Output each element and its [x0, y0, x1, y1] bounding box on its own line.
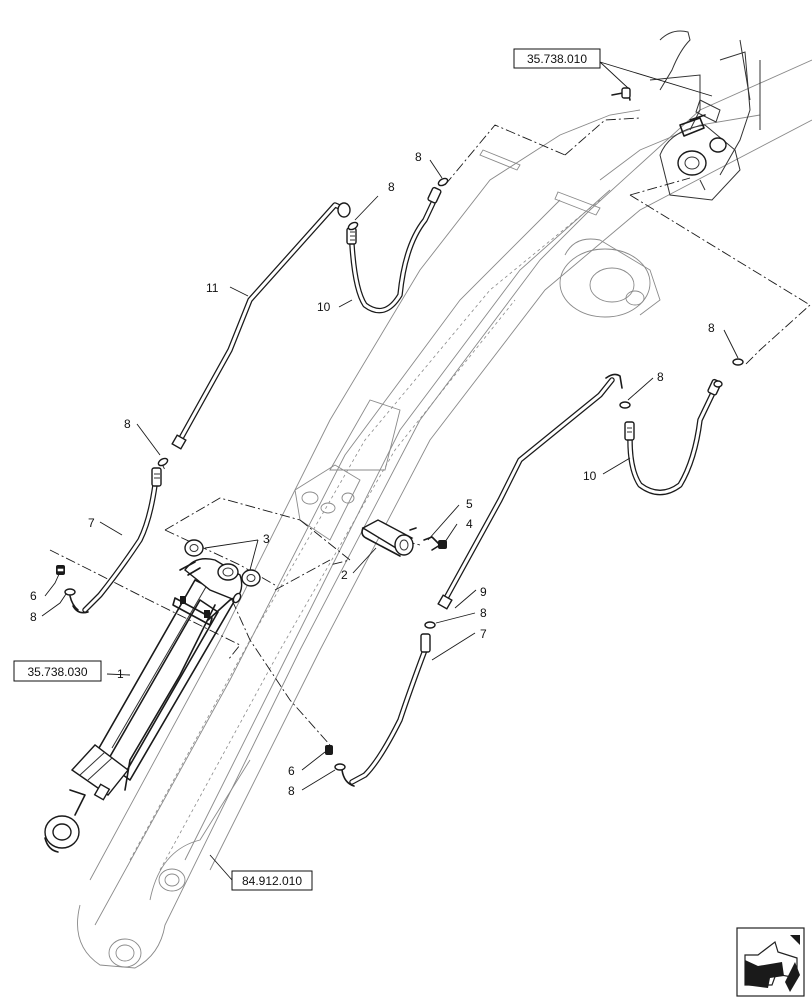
o-rings-top — [157, 177, 449, 467]
callout-3: 3 — [263, 532, 270, 546]
callout-8: 8 — [657, 370, 664, 384]
tube-assembly-11 — [171, 202, 351, 450]
reference-box-cylinder[interactable]: 35.738.030 — [13, 660, 102, 682]
callout-2: 2 — [341, 568, 348, 582]
arm-linkage-top-right — [649, 30, 761, 201]
callout-10: 10 — [583, 469, 597, 483]
reference-link-top[interactable]: 35.738.010 — [527, 52, 587, 66]
boom-cylinder-1 — [44, 558, 243, 853]
reference-link-boom[interactable]: 84.912.010 — [242, 874, 302, 888]
callout-8: 8 — [30, 610, 37, 624]
callout-8: 8 — [480, 606, 487, 620]
callout-9: 9 — [480, 585, 487, 599]
previous-page-arrow-icon[interactable] — [736, 927, 805, 997]
callout-8: 8 — [288, 784, 295, 798]
callout-4: 4 — [466, 517, 473, 531]
callout-6: 6 — [288, 764, 295, 778]
hose-7-left — [72, 467, 162, 614]
hose-10-left — [346, 186, 442, 314]
reference-box-boom[interactable]: 84.912.010 — [231, 870, 313, 891]
callout-8: 8 — [388, 180, 395, 194]
callout-7: 7 — [480, 627, 487, 641]
washers-3 — [184, 539, 261, 587]
callout-7: 7 — [88, 516, 95, 530]
fittings-right — [325, 358, 744, 771]
leader-lines — [41, 61, 739, 881]
callout-11: 11 — [206, 281, 219, 295]
callout-8: 8 — [415, 150, 422, 164]
callout-8: 8 — [124, 417, 131, 431]
top-connectors — [611, 87, 706, 121]
reference-box-top[interactable]: 35.738.010 — [513, 48, 601, 69]
callout-numbers: 8 8 11 10 8 7 6 8 1 3 2 5 4 8 8 10 9 8 7… — [30, 150, 715, 798]
tube-assembly-9 — [437, 373, 623, 610]
callout-6: 6 — [30, 589, 37, 603]
callout-1: 1 — [117, 667, 124, 681]
callout-10: 10 — [317, 300, 331, 314]
hose-7-right — [341, 633, 431, 787]
hose-10-right — [624, 378, 723, 496]
callout-8: 8 — [708, 321, 715, 335]
reference-link-cylinder[interactable]: 35.738.030 — [27, 665, 87, 679]
fittings-left — [56, 565, 79, 611]
pin-2-assembly — [361, 519, 447, 557]
callout-5: 5 — [466, 497, 473, 511]
boom-arm-outline — [77, 59, 812, 969]
